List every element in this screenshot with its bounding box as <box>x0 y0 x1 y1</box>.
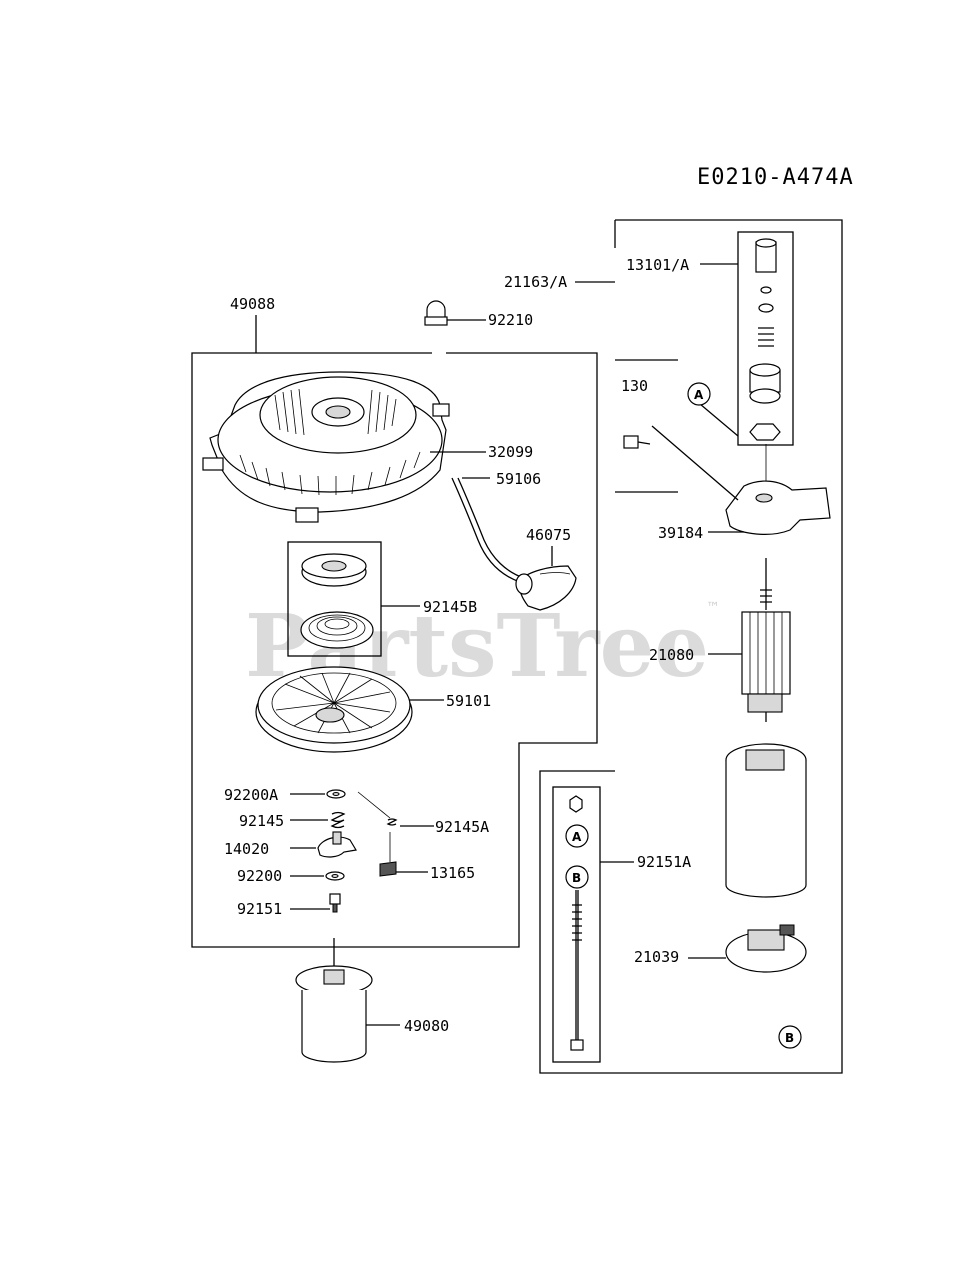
label-21080[interactable]: 21080 <box>649 646 694 664</box>
label-59101[interactable]: 59101 <box>446 692 491 710</box>
label-92210[interactable]: 92210 <box>488 311 533 329</box>
through-bolt-set-92151a[interactable] <box>552 786 634 1063</box>
label-49088[interactable]: 49088 <box>230 295 275 313</box>
spring-92145[interactable] <box>290 811 346 829</box>
label-92145[interactable]: 92145 <box>239 812 284 830</box>
watermark-trademark: ™ <box>706 600 720 616</box>
svg-text:B: B <box>572 871 581 885</box>
diagram-code: E0210-A474A <box>697 165 854 190</box>
bolt-with-callout[interactable] <box>623 403 739 501</box>
label-92200[interactable]: 92200 <box>237 867 282 885</box>
callout-a-bolt: A <box>565 824 589 848</box>
starter-housing-32099[interactable] <box>202 371 486 523</box>
spiral-spring-92145b[interactable] <box>287 541 420 657</box>
label-32099[interactable]: 32099 <box>488 443 533 461</box>
svg-text:A: A <box>694 388 704 402</box>
label-39184[interactable]: 39184 <box>658 524 703 542</box>
label-92200a[interactable]: 92200A <box>224 786 278 804</box>
cap-nut-92210[interactable] <box>424 300 486 326</box>
label-49080[interactable]: 49080 <box>404 1017 449 1035</box>
svg-text:A: A <box>572 830 582 844</box>
callout-a-top: A <box>687 382 711 406</box>
label-92151[interactable]: 92151 <box>237 900 282 918</box>
svg-text:B: B <box>785 1031 794 1045</box>
label-92151a[interactable]: 92151A <box>637 853 691 871</box>
label-14020[interactable]: 14020 <box>224 840 269 858</box>
starter-handle-46075[interactable] <box>515 546 577 611</box>
reel-59101[interactable] <box>255 666 444 753</box>
label-92145b[interactable]: 92145B <box>423 598 477 616</box>
screw-92151[interactable] <box>290 893 341 913</box>
ratchet-14020[interactable] <box>290 831 357 858</box>
yoke-shell[interactable] <box>725 743 807 898</box>
label-21163a[interactable]: 21163/A <box>504 273 567 291</box>
bracket-39184[interactable] <box>708 480 831 535</box>
label-21039[interactable]: 21039 <box>634 948 679 966</box>
label-46075[interactable]: 46075 <box>526 526 571 544</box>
washer-92200[interactable] <box>290 871 345 881</box>
label-92145a[interactable]: 92145A <box>435 818 489 836</box>
starter-rope-59106[interactable] <box>451 477 525 583</box>
label-130[interactable]: 130 <box>621 377 648 395</box>
callout-b-bolt: B <box>565 865 589 889</box>
pawl-13165[interactable] <box>379 832 428 877</box>
spring-92145a[interactable] <box>357 791 434 827</box>
pinion-set-13101a[interactable] <box>700 231 794 500</box>
callout-b-bottom: B <box>778 1025 802 1049</box>
recoil-starter-boundary <box>191 315 598 948</box>
brush-holder-21039[interactable] <box>688 924 807 973</box>
electric-starter-boundary <box>539 219 843 1074</box>
label-59106[interactable]: 59106 <box>496 470 541 488</box>
label-13101a[interactable]: 13101/A <box>626 256 689 274</box>
starter-cup-49080[interactable] <box>295 938 400 1063</box>
armature-21080[interactable] <box>708 558 791 722</box>
washer-92200a[interactable] <box>290 789 346 799</box>
label-13165[interactable]: 13165 <box>430 864 475 882</box>
